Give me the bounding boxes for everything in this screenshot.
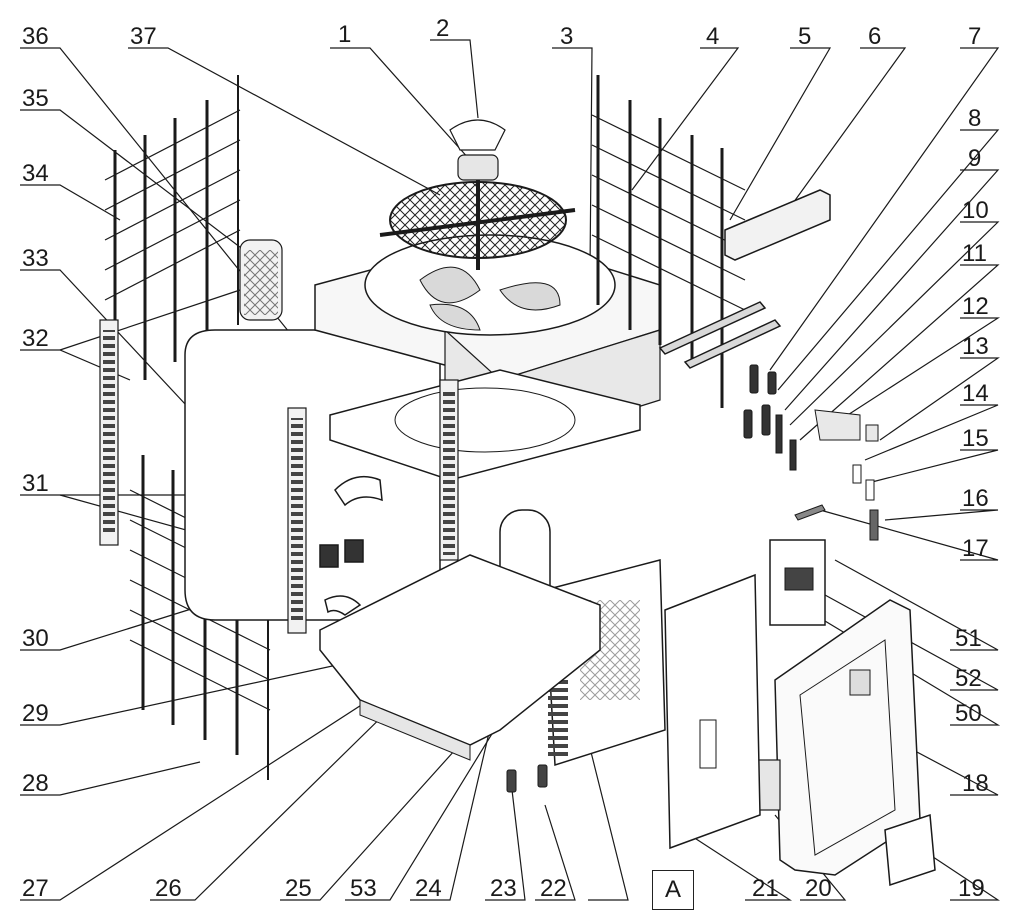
pipe-fittings xyxy=(319,475,383,616)
callout-26: 26 xyxy=(155,875,182,902)
small-fittings xyxy=(743,364,879,541)
callout-13: 13 xyxy=(962,333,989,360)
callout-25: 25 xyxy=(285,875,312,902)
callout-37: 37 xyxy=(130,23,157,50)
callout-22: 22 xyxy=(540,875,567,902)
callout-6: 6 xyxy=(868,23,881,50)
callout-14: 14 xyxy=(962,380,989,407)
callout-27: 27 xyxy=(22,875,49,902)
callout-21: 21 xyxy=(752,875,779,902)
callout-23: 23 xyxy=(490,875,517,902)
callout-28: 28 xyxy=(22,770,49,797)
callout-17: 17 xyxy=(962,535,989,562)
callout-32: 32 xyxy=(22,325,49,352)
callout-9: 9 xyxy=(968,145,981,172)
top-right-panel xyxy=(724,189,831,261)
base-tray xyxy=(319,554,601,761)
callout-7: 7 xyxy=(968,23,981,50)
callout-50: 50 xyxy=(955,700,982,727)
controller xyxy=(884,813,936,887)
callout-30: 30 xyxy=(22,625,49,652)
callout-29: 29 xyxy=(22,700,49,727)
fan-motor xyxy=(449,119,506,181)
reference-box-a: A xyxy=(652,870,694,910)
callout-1: 1 xyxy=(338,21,351,48)
fan-guard xyxy=(379,180,576,270)
callout-11: 11 xyxy=(962,240,987,267)
callout-5: 5 xyxy=(798,23,811,50)
callout-labels: 1 2 3 4 5 6 7 8 9 10 11 12 13 14 15 16 1… xyxy=(22,15,989,902)
callout-33: 33 xyxy=(22,245,49,272)
evaporator-coil xyxy=(184,329,441,634)
callout-52: 52 xyxy=(955,665,982,692)
right-grille xyxy=(591,75,746,408)
access-panel xyxy=(664,573,761,850)
callout-2: 2 xyxy=(436,15,449,42)
callout-10: 10 xyxy=(962,197,989,224)
filter-tube xyxy=(239,239,283,321)
callout-34: 34 xyxy=(22,160,49,187)
front-casing xyxy=(774,599,921,876)
callout-24: 24 xyxy=(415,875,442,902)
rails xyxy=(658,301,782,369)
callout-16: 16 xyxy=(962,485,989,512)
callout-3: 3 xyxy=(560,23,573,50)
electric-box xyxy=(769,539,826,626)
callout-53: 53 xyxy=(350,875,377,902)
callout-12: 12 xyxy=(962,293,989,320)
callout-51: 51 xyxy=(955,625,982,652)
middle-plate xyxy=(329,369,641,561)
callout-20: 20 xyxy=(805,875,832,902)
callout-19: 19 xyxy=(958,875,985,902)
pressure-switches xyxy=(506,764,548,793)
callout-36: 36 xyxy=(22,23,49,50)
callout-18: 18 xyxy=(962,770,989,797)
callout-8: 8 xyxy=(968,105,981,132)
callout-31: 31 xyxy=(22,470,49,497)
callout-4: 4 xyxy=(706,23,719,50)
left-side-bracket xyxy=(99,319,119,546)
callout-35: 35 xyxy=(22,85,49,112)
callout-15: 15 xyxy=(962,425,989,452)
